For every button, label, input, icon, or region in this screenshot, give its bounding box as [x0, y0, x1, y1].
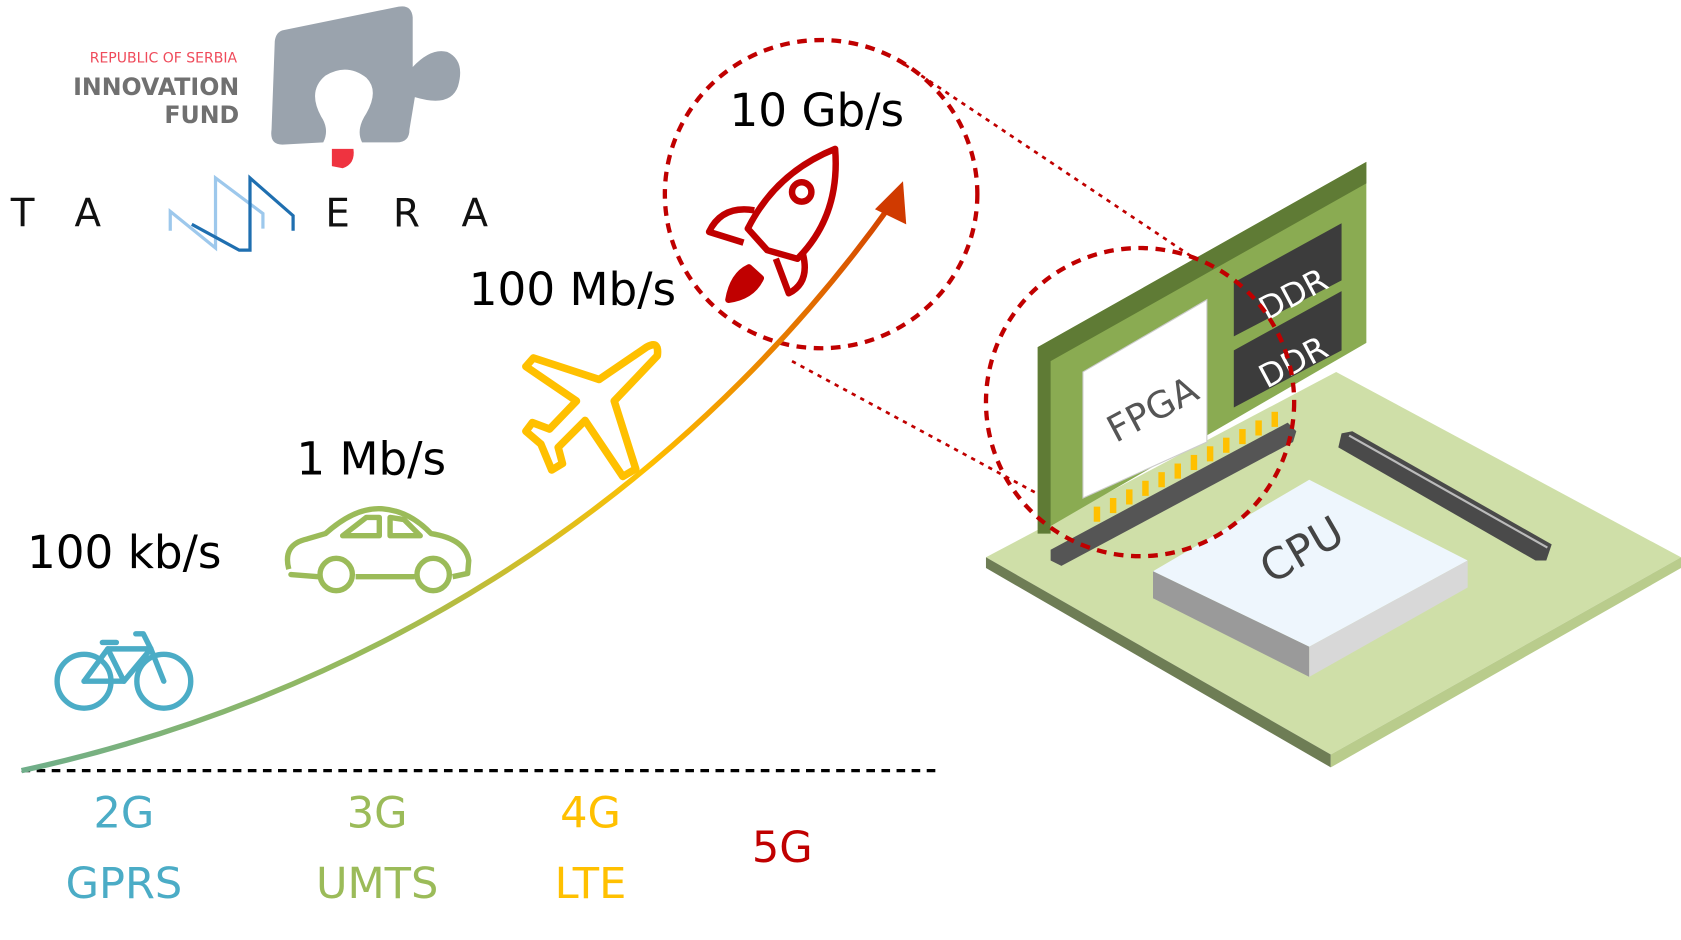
airplane-icon [522, 341, 662, 481]
generation-5g: 5G [752, 823, 813, 873]
card-slot [1050, 422, 1297, 566]
curve-arrowhead [874, 181, 907, 225]
tannera-left: TA [10, 191, 144, 236]
logo-line3: FUND [164, 101, 239, 129]
bicycle-icon [54, 631, 194, 711]
logo-line1: REPUBLIC OF SERBIA [90, 51, 238, 67]
puzzle-bulb-icon [271, 6, 461, 145]
logo-line2: INNOVATION [73, 73, 239, 101]
empty-slot [1338, 431, 1552, 561]
gold-pins [1093, 411, 1278, 522]
speed-label-5g: 10 Gb/s [730, 84, 905, 137]
bulb-base-icon [331, 148, 354, 169]
fpga-card: FPGA DDR DDR [1037, 161, 1367, 534]
speed-label-4g: 100 Mb/s [469, 263, 676, 316]
cpu-chip: CPU [1152, 479, 1468, 677]
generation-3g: 3G UMTS [316, 789, 438, 909]
speed-label-3g: 1 Mb/s [296, 432, 446, 485]
rocket-icon [705, 145, 839, 303]
gen-label: 5G [752, 823, 813, 873]
zoom-circle-fpga [983, 245, 1297, 559]
tech-label: GPRS [66, 859, 183, 909]
generation-4g: 4G LTE [555, 789, 627, 909]
zoom-line-bottom [791, 359, 1063, 508]
tannera-right: ERA [325, 191, 531, 236]
gen-label: 2G [94, 789, 155, 839]
gen-label: 3G [347, 789, 408, 839]
gen-label: 4G [560, 789, 621, 839]
zoom-line-top [904, 63, 1200, 263]
car-icon [284, 505, 472, 594]
growth-curve [20, 201, 895, 774]
tannera-logo: TA ERA [10, 174, 531, 252]
tech-label: UMTS [316, 859, 438, 909]
zoom-circle-rocket [662, 37, 980, 351]
generation-2g: 2G GPRS [66, 789, 183, 909]
motherboard: CPU FPGA DDR DDR [985, 161, 1681, 768]
innovation-fund-logo: REPUBLIC OF SERBIA INNOVATION FUND [73, 6, 461, 169]
speed-label-2g: 100 kb/s [27, 526, 222, 579]
tech-label: LTE [555, 859, 627, 909]
